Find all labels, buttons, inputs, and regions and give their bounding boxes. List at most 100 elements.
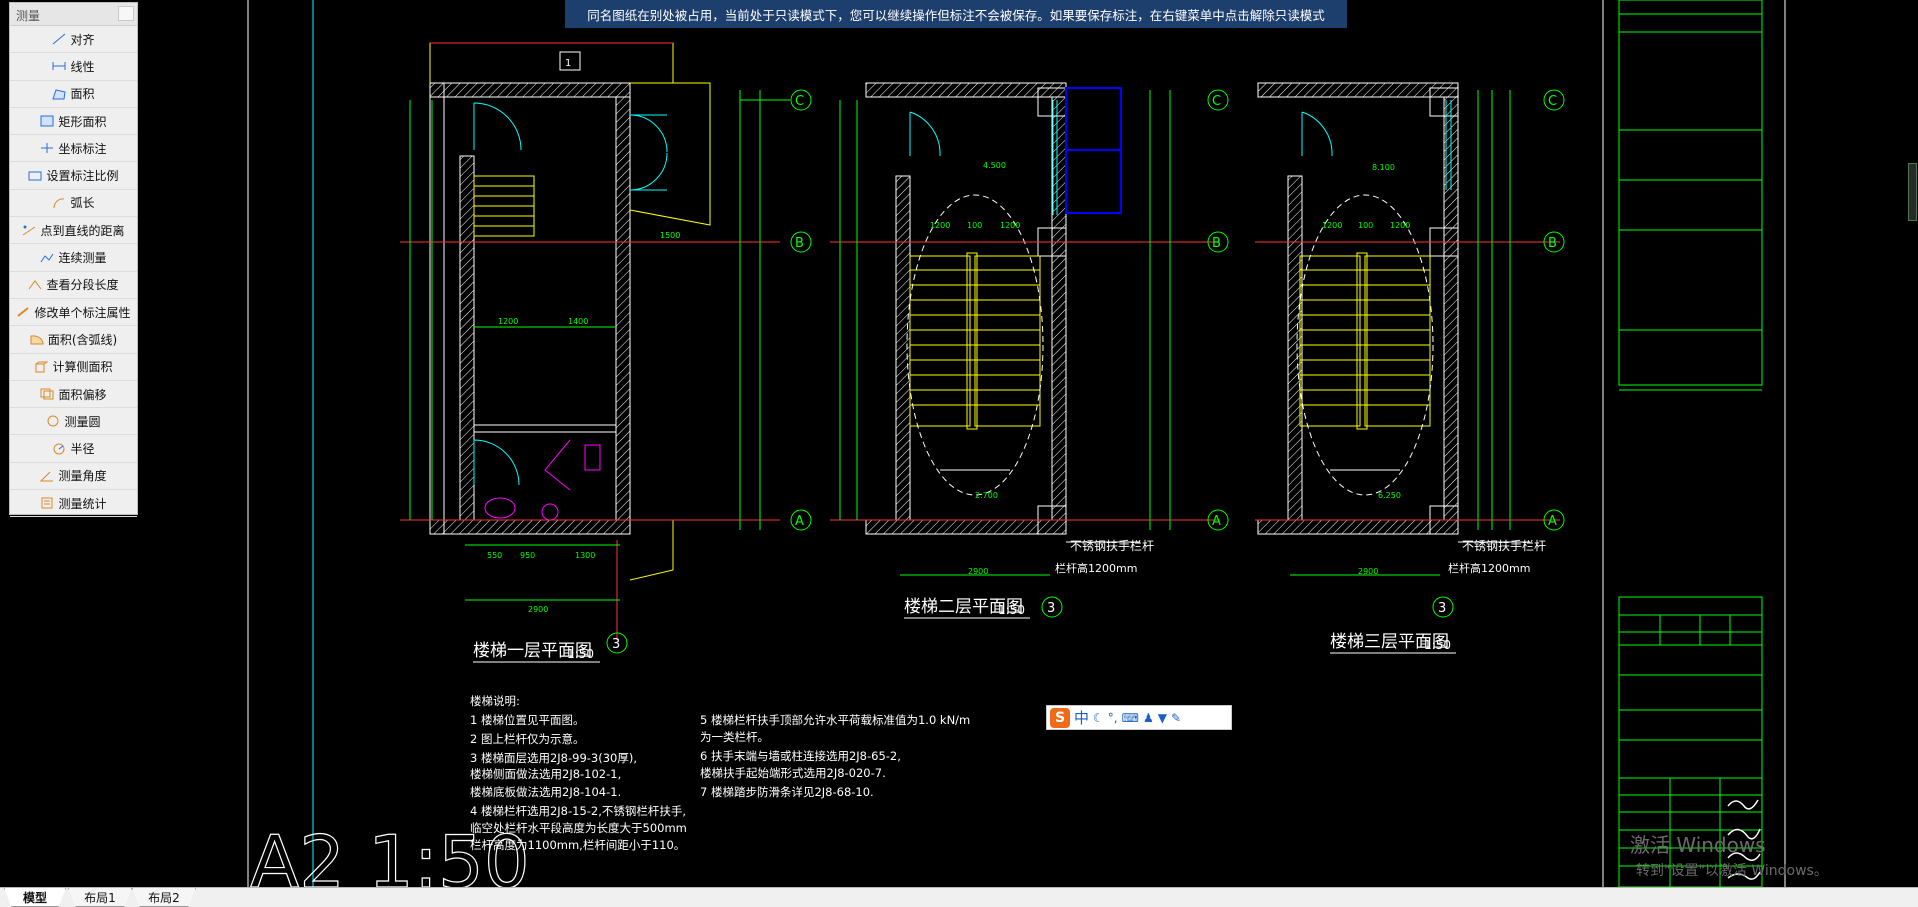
plan2-railing-note: 不锈钢扶手栏杆 (1070, 538, 1154, 553)
svg-text:1300: 1300 (575, 551, 595, 560)
svg-text:4.500: 4.500 (983, 161, 1006, 170)
measure-stats-button[interactable]: 测量统计 (10, 490, 137, 518)
measure-continuous-button[interactable]: 连续测量 (10, 244, 137, 272)
svg-text:2.700: 2.700 (975, 491, 998, 500)
measure-point-line-button[interactable]: 点到直线的距离 (10, 217, 137, 245)
drawing-stamp: A2 1:50 (250, 820, 530, 887)
plan1-scale: 1:50 (567, 647, 594, 661)
note-left-4: 楼梯底板做法选用2J8-104-1. (470, 785, 621, 799)
title-block-signatures (1727, 799, 1761, 880)
plan3-railing-note: 不锈钢扶手栏杆 (1462, 538, 1546, 553)
measure-segment-button[interactable]: 查看分段长度 (10, 272, 137, 299)
align-measure-icon (52, 33, 66, 45)
activation-watermark-subtitle: 转到"设置"以激活 Windows。 (1636, 863, 1828, 879)
rect-area-icon (40, 115, 54, 127)
tab-layout2[interactable]: 布局2 (132, 888, 196, 907)
measure-linear-button[interactable]: 线性 (10, 53, 137, 81)
ime-toolbar[interactable]: S 中 ☾ °, ⌨ ♟ ▼ ✎ (1046, 705, 1232, 730)
measure-rect-area-button[interactable]: 矩形面积 (10, 108, 137, 136)
title-block (1618, 0, 1763, 887)
sogou-logo-icon[interactable]: S (1050, 707, 1070, 728)
moon-icon[interactable]: ☾ (1093, 710, 1104, 725)
tab-model[interactable]: 模型 (4, 888, 66, 907)
svg-text:1200: 1200 (1322, 221, 1342, 230)
notes-title: 楼梯说明: (470, 694, 520, 708)
segment-icon (28, 279, 42, 291)
plan2-grid-3: 3 (1047, 601, 1055, 616)
measure-angle-button[interactable]: 测量角度 (10, 463, 137, 491)
stats-icon (40, 497, 54, 509)
area-icon (52, 88, 67, 100)
coordinate-icon (40, 142, 54, 154)
tools-icon[interactable]: ✎ (1170, 710, 1181, 725)
measure-panel-header[interactable]: 测量 (10, 3, 137, 26)
measure-radius-button[interactable]: 半径 (10, 435, 137, 463)
plan3-grid-c: C (1548, 94, 1557, 109)
drawing-canvas[interactable]: 1 (0, 0, 1918, 887)
panel-close-icon[interactable] (118, 6, 134, 21)
measure-scale-button[interactable]: 设置标注比例 (10, 162, 137, 190)
stair-plan-1: 1 (400, 42, 812, 663)
skin-icon[interactable]: ▼ (1157, 710, 1167, 725)
svg-text:1200: 1200 (1000, 221, 1020, 230)
plan3-title: 楼梯三层平面图 (1330, 632, 1449, 652)
angle-icon (40, 470, 54, 482)
measure-edit-button[interactable]: 修改单个标注属性 (10, 299, 137, 327)
plan2-title: 楼梯二层平面图 (904, 597, 1023, 617)
circle-icon (46, 415, 60, 427)
svg-text:6.250: 6.250 (1378, 491, 1401, 500)
plan3-grid-a: A (1548, 514, 1557, 529)
activation-watermark-title: 激活 Windows (1630, 833, 1766, 857)
note-right-0: 5 楼梯栏杆扶手顶部允许水平荷载标准值为1.0 kN/m (700, 713, 970, 727)
note-right-3: 楼梯扶手起始端形式选用2J8-020-7. (700, 766, 886, 780)
grid-1-bubble: 1 (565, 58, 571, 69)
plan3-scale: 1:50 (1424, 638, 1451, 652)
measure-circle-button[interactable]: 测量圆 (10, 408, 137, 436)
note-left-2: 3 楼梯面层选用2J8-99-3(30厚), (470, 751, 637, 765)
readonly-banner: 同名图纸在别处被占用，当前处于只读模式下，您可以继续操作但标注不会被保存。如果要… (565, 0, 1347, 28)
note-right-4: 7 楼梯踏步防滑条详见2J8-68-10. (700, 785, 874, 799)
plan3-railing-height: 栏杆高1200mm (1448, 561, 1530, 575)
measure-panel: 测量 对齐 线性 面积 矩形面积 坐标标注 设置标注比例 弧长 点到直线的距离 … (9, 2, 138, 518)
note-left-6: 临空处栏杆水平段高度为长度大于500mm (470, 821, 687, 835)
plan2-railing-height: 栏杆高1200mm (1055, 561, 1137, 575)
measure-offset-button[interactable]: 面积偏移 (10, 381, 137, 409)
tab-layout1[interactable]: 布局1 (68, 888, 132, 907)
offset-icon (40, 388, 54, 400)
measure-align-button[interactable]: 对齐 (10, 26, 137, 54)
svg-text:950: 950 (520, 551, 535, 560)
measure-arc-area-button[interactable]: 面积(含弧线) (10, 326, 137, 354)
continuous-icon (40, 252, 54, 264)
keyboard-icon[interactable]: ⌨ (1121, 710, 1139, 725)
note-left-3: 楼梯侧面做法选用2J8-102-1, (470, 767, 621, 781)
measure-coordinate-button[interactable]: 坐标标注 (10, 135, 137, 163)
arc-icon (52, 197, 66, 209)
svg-text:1200: 1200 (498, 317, 518, 326)
svg-text:550: 550 (487, 551, 502, 560)
plan3-grid-3: 3 (1438, 601, 1446, 616)
layout-tab-bar: 模型 布局1 布局2 (0, 887, 1918, 907)
arc-area-icon (30, 333, 44, 345)
edit-icon (16, 306, 30, 318)
measure-panel-title: 测量 (16, 9, 41, 23)
user-icon[interactable]: ♟ (1142, 710, 1154, 725)
linear-measure-icon (52, 60, 66, 72)
plan2-scale: 1:50 (998, 603, 1025, 617)
measure-area-button[interactable]: 面积 (10, 81, 137, 108)
cad-drawing: 1 (247, 0, 1786, 887)
measure-side-area-button[interactable]: 计算侧面积 (10, 354, 137, 381)
note-right-1: 为一类栏杆。 (700, 730, 769, 744)
plan3-grid-b: B (1548, 236, 1557, 251)
note-left-5: 4 楼梯栏杆选用2J8-15-2,不锈钢栏杆扶手, (470, 804, 686, 818)
punctuation-icon[interactable]: °, (1107, 710, 1118, 725)
svg-text:2900: 2900 (968, 567, 988, 576)
measure-arc-button[interactable]: 弧长 (10, 190, 137, 218)
svg-text:2900: 2900 (528, 605, 548, 614)
radius-icon (52, 443, 66, 455)
vertical-scrollbar[interactable] (1908, 163, 1917, 221)
ime-mode-toggle[interactable]: 中 (1074, 709, 1090, 727)
side-area-icon (34, 361, 49, 373)
grid-a-label: A (795, 514, 804, 529)
svg-text:1500: 1500 (660, 231, 680, 240)
